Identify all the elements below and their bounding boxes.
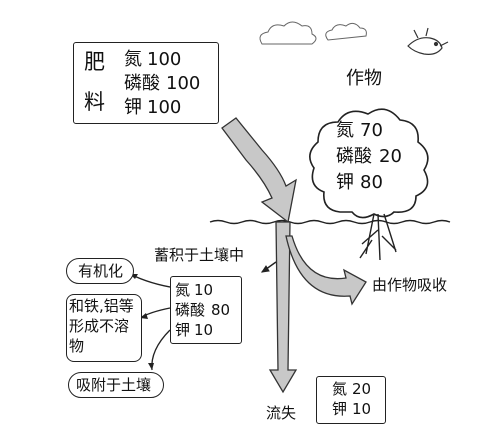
- runoff-item-name: 氮: [332, 380, 348, 398]
- absorption-label: 由作物吸收: [372, 276, 448, 294]
- fate-adsorbed-box: [68, 372, 164, 398]
- crop-item-value: 70: [360, 120, 383, 141]
- fertilizer-title-bottom: 料: [84, 90, 105, 114]
- runoff-item-value: 20: [352, 380, 372, 398]
- fate-arrowheads: [130, 274, 154, 370]
- runoff-item-name: 钾: [332, 400, 348, 418]
- fertilizer-item-value: 100: [166, 73, 201, 94]
- soil-store-item-name: 钾: [175, 321, 191, 339]
- runoff-box: [316, 376, 386, 424]
- fertilizer-item-name: 氮: [124, 49, 142, 70]
- soil-store-item-value: 80: [211, 301, 231, 319]
- fertilizer-box: [73, 42, 219, 124]
- fertilizer-item-name: 钾: [124, 97, 142, 118]
- runoff-item-value: 10: [352, 400, 372, 418]
- bird-icon: [407, 27, 449, 55]
- crop-title: 作物: [346, 68, 382, 89]
- ground-line: [209, 219, 451, 225]
- fertilizer-item-name: 磷酸: [124, 73, 160, 94]
- cloud-icon: [259, 21, 317, 45]
- crop-canopy: [309, 108, 429, 219]
- fate-insoluble-line: 物: [69, 337, 85, 355]
- soil-store-item-value: 10: [194, 281, 214, 299]
- soil-store-title: 蓄积于土壤中: [154, 246, 245, 264]
- fate-insoluble-box: [66, 294, 142, 362]
- crop-item-value: 20: [379, 146, 402, 167]
- crop-item-name: 磷酸: [336, 146, 372, 167]
- crop-item-value: 80: [360, 172, 383, 193]
- fate-adsorbed-label: 吸附于土壤: [76, 376, 152, 394]
- fate-insoluble-line: 形成不溶: [69, 317, 130, 335]
- crop-roots: [359, 213, 397, 261]
- fertilizer-item-value: 100: [147, 49, 182, 70]
- soil-store-item-name: 磷酸: [175, 301, 206, 319]
- crop-item-name: 钾: [336, 172, 354, 193]
- fertilizer-arrow: [221, 117, 297, 224]
- fate-organic-box: [66, 258, 134, 284]
- soil-store-item-value: 10: [194, 321, 214, 339]
- store-arrowhead: [260, 265, 270, 273]
- soil-store-item-name: 氮: [175, 281, 191, 299]
- fate-organic-label: 有机化: [78, 262, 124, 280]
- runoff-label: 流失: [266, 404, 297, 422]
- fertilizer-item-value: 100: [147, 97, 182, 118]
- fate-insoluble-line: 和铁,铝等: [69, 297, 134, 315]
- cloud-icon: [325, 22, 367, 41]
- absorption-arrow: [285, 235, 367, 306]
- fertilizer-title-top: 肥: [84, 50, 105, 74]
- crop-item-name: 氮: [336, 120, 354, 141]
- soil-store-box: [170, 276, 242, 344]
